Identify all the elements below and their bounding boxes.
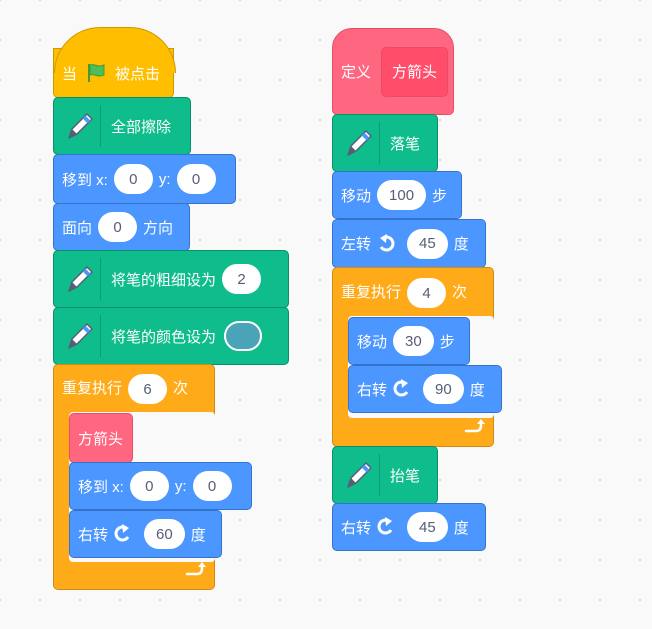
when-label: 当: [62, 65, 78, 83]
define-label: 定义: [341, 64, 372, 81]
turn-suffix: 度: [190, 526, 206, 544]
pen-icon: [341, 457, 377, 493]
pen-icon: [62, 108, 98, 144]
pen-icon: [341, 125, 377, 161]
turn-left-block[interactable]: 左转 45 度: [332, 219, 486, 268]
rotate-left-icon: [375, 233, 397, 255]
goto-xy-block[interactable]: 移到 x: 0 y: 0: [53, 154, 236, 204]
rotate-right-icon: [112, 523, 134, 545]
turn-suffix: 度: [453, 236, 469, 253]
set-pen-size-block[interactable]: 将笔的粗细设为 2: [53, 250, 289, 308]
turn-label: 右转: [78, 526, 109, 544]
move-label: 移动: [341, 187, 372, 205]
direction-suffix: 方向: [143, 219, 174, 237]
repeat-label: 重复执行: [62, 380, 123, 397]
goto-y-input[interactable]: 0: [192, 471, 232, 501]
repeat-suffix: 次: [173, 380, 189, 397]
move-label: 移动: [357, 333, 388, 351]
goto-label: 移到 x:: [62, 171, 108, 189]
separator: [379, 122, 380, 164]
turn-suffix: 度: [469, 381, 485, 399]
turn-degrees-input[interactable]: 45: [407, 512, 448, 542]
move-suffix: 步: [439, 333, 455, 351]
pen-down-block[interactable]: 落笔: [332, 114, 438, 172]
point-direction-block[interactable]: 面向 0 方向: [53, 203, 190, 251]
goto-xy-block[interactable]: 移到 x: 0 y: 0: [69, 462, 252, 510]
turn-right-block[interactable]: 右转 45 度: [332, 503, 486, 551]
custom-call-label: 方箭头: [78, 430, 124, 448]
turn-label: 左转: [341, 236, 372, 253]
rotate-right-icon: [375, 516, 397, 538]
loop-arrow-icon: [463, 418, 485, 440]
direction-input[interactable]: 0: [98, 212, 138, 242]
pen-up-label: 抬笔: [390, 467, 421, 485]
call-custom-block[interactable]: 方箭头: [69, 413, 133, 463]
repeat-count-input[interactable]: 4: [407, 278, 447, 308]
move-steps-block[interactable]: 移动 100 步: [332, 171, 462, 219]
pen-size-label: 将笔的粗细设为: [111, 271, 217, 289]
define-block[interactable]: 定义 方箭头: [332, 28, 454, 115]
pen-color-swatch[interactable]: [224, 321, 263, 351]
green-flag-icon[interactable]: [85, 62, 107, 84]
goto-x-input[interactable]: 0: [129, 471, 169, 501]
goto-x-input[interactable]: 0: [113, 164, 153, 194]
custom-block-prototype[interactable]: 方箭头: [381, 46, 449, 97]
move-suffix: 步: [432, 187, 448, 205]
separator: [100, 315, 101, 357]
turn-right-block[interactable]: 右转 60 度: [69, 510, 222, 558]
pen-up-block[interactable]: 抬笔: [332, 446, 438, 504]
move-steps-block[interactable]: 移动 30 步: [348, 317, 470, 365]
turn-label: 右转: [341, 519, 372, 537]
turn-degrees-input[interactable]: 45: [407, 228, 448, 259]
hat-cap: [54, 27, 176, 73]
pen-down-label: 落笔: [390, 135, 421, 153]
goto-y-label: y:: [158, 170, 171, 188]
custom-block-name: 方箭头: [392, 64, 438, 81]
when-flag-clicked-block[interactable]: 当 被点击: [53, 27, 176, 98]
turn-suffix: 度: [453, 519, 469, 537]
turn-right-block[interactable]: 右转 90 度: [348, 365, 502, 413]
move-steps-input[interactable]: 30: [393, 326, 434, 356]
repeat-suffix: 次: [452, 284, 468, 301]
set-pen-color-block[interactable]: 将笔的颜色设为: [53, 307, 289, 365]
turn-label: 右转: [357, 381, 388, 399]
repeat-count-input[interactable]: 6: [128, 374, 168, 404]
loop-arrow-icon: [184, 561, 206, 583]
repeat-label: 重复执行: [341, 284, 402, 301]
rotate-right-icon: [391, 378, 413, 400]
pen-icon: [62, 261, 98, 297]
move-steps-input[interactable]: 100: [377, 180, 427, 210]
goto-y-label: y:: [174, 477, 187, 495]
turn-degrees-input[interactable]: 90: [423, 374, 464, 404]
separator: [379, 454, 380, 496]
clicked-label: 被点击: [115, 65, 161, 83]
point-label: 面向: [62, 219, 93, 237]
pen-icon: [62, 318, 98, 354]
goto-y-input[interactable]: 0: [176, 164, 216, 194]
pen-color-label: 将笔的颜色设为: [111, 328, 217, 346]
erase-all-block[interactable]: 全部擦除: [53, 97, 191, 155]
turn-degrees-input[interactable]: 60: [144, 519, 185, 549]
pen-size-input[interactable]: 2: [222, 264, 262, 294]
separator: [100, 105, 101, 147]
separator: [100, 258, 101, 300]
goto-label: 移到 x:: [78, 478, 124, 496]
erase-all-label: 全部擦除: [111, 118, 172, 136]
